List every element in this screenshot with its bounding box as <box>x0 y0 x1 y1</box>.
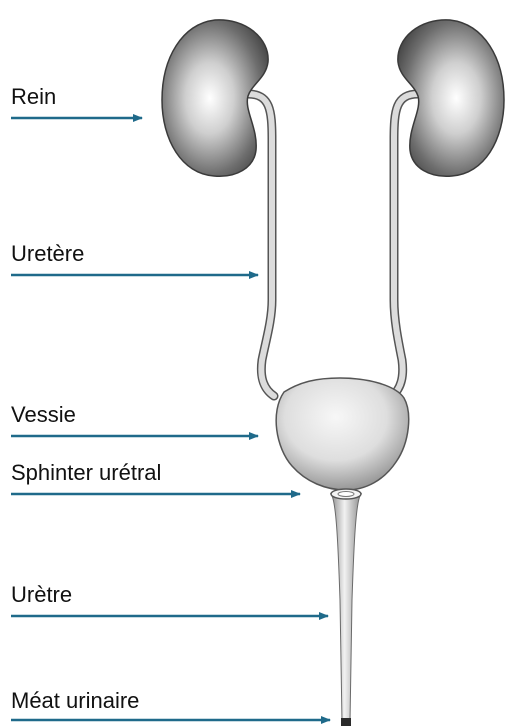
bladder <box>276 378 409 490</box>
label-vessie: Vessie <box>11 404 76 426</box>
urethra <box>331 494 361 722</box>
sphincter-lumen <box>338 492 354 497</box>
urinary-meatus <box>341 718 351 726</box>
label-rein: Rein <box>11 86 56 108</box>
label-sphincter-uretral: Sphinter urétral <box>11 462 161 484</box>
label-uretre: Urètre <box>11 584 72 606</box>
label-meat-urinaire: Méat urinaire <box>11 690 139 712</box>
label-uretere: Uretère <box>11 243 84 265</box>
